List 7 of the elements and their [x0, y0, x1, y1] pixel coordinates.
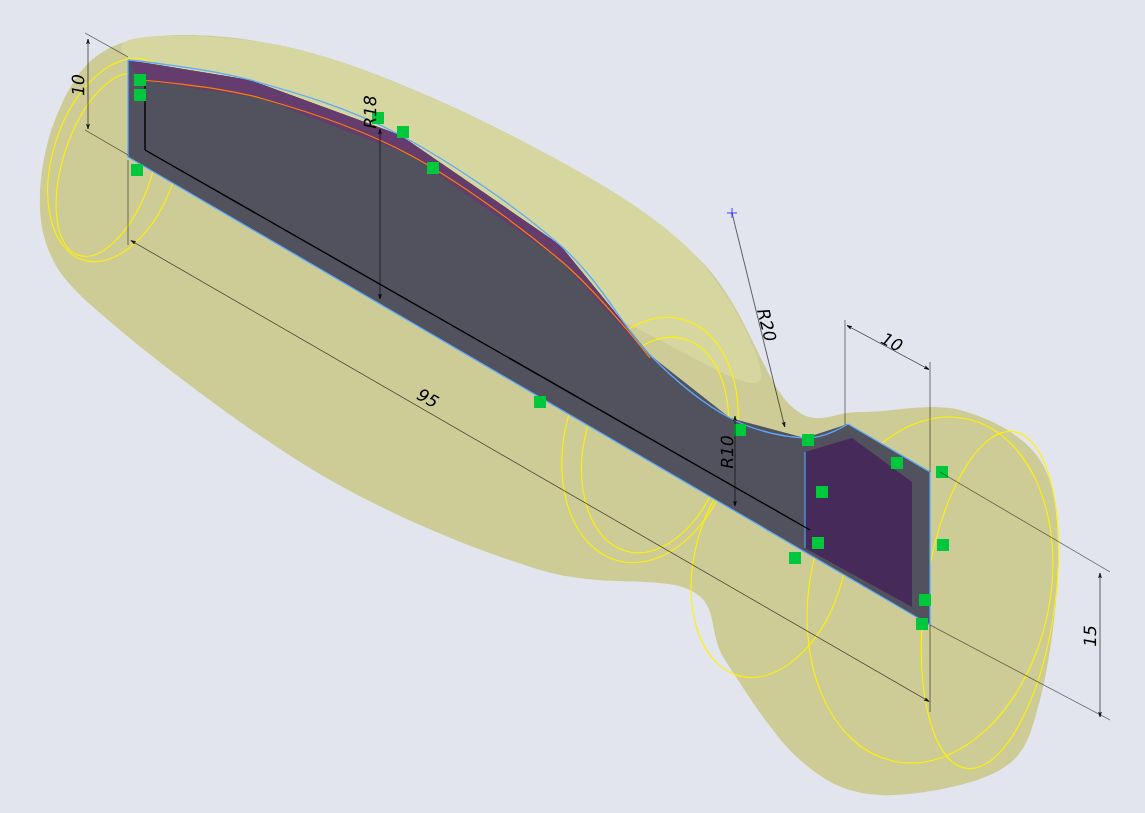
dimension-label: 95 [416, 389, 440, 407]
dimension-label: 15 [1083, 626, 1097, 646]
dimension-label: R20 [757, 310, 777, 341]
dimension-label: 10 [71, 75, 85, 95]
dimension-label: R18 [363, 96, 377, 129]
dimension-label: 10 [880, 333, 903, 351]
dimension-label: R10 [720, 436, 734, 469]
